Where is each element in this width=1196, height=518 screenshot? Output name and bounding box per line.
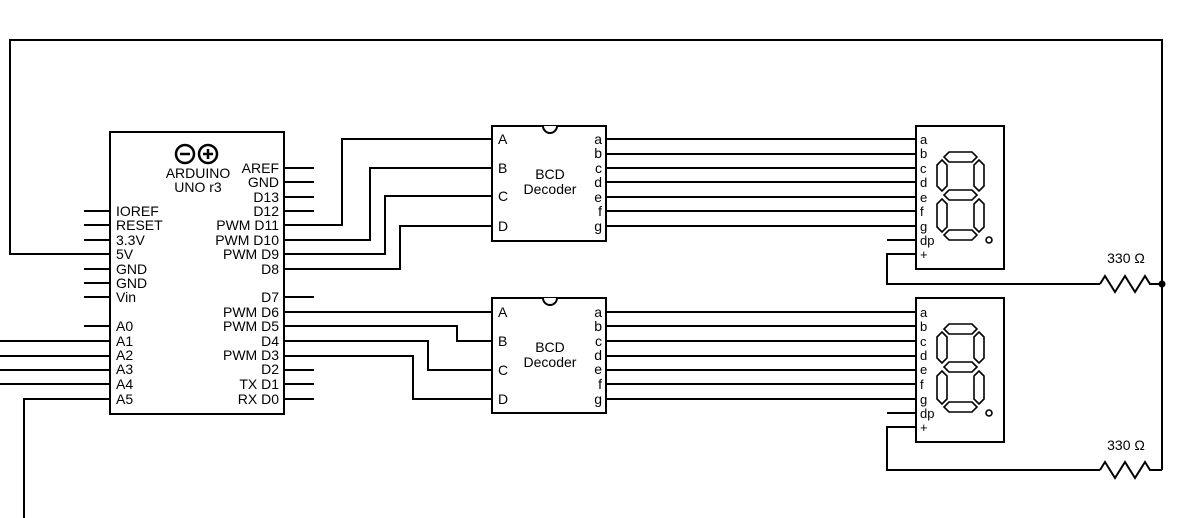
display-top-pin-f: f [920,204,924,219]
pin-label-5v: 5V [116,246,134,262]
pin-label-a5: A5 [116,391,133,407]
pin-label-d12: D12 [253,203,279,219]
segment-bus-bottom [606,311,1100,471]
pin-label-gnd-1: GND [116,261,147,277]
decoder-top-out-b: b [594,145,602,161]
display-bottom-pin-f: f [920,377,924,392]
decoder-bottom-in-a: A [498,304,508,320]
decoder-bottom-out-d: d [594,347,602,363]
pin-label-d10: PWM D10 [215,232,279,248]
display-bottom-pin-dp: dp [920,406,934,421]
display-bottom-pin-c: c [920,334,927,349]
display-top-pin-c: c [920,161,927,176]
pin-label-d9: PWM D9 [223,246,279,262]
resistor-top: 330 Ω [1099,250,1166,294]
pin-label-gnd-3: GND [248,174,279,190]
decoder-bottom-out-a: a [594,304,602,320]
pin-label-d6: PWM D6 [223,304,279,320]
pin-label-3v3: 3.3V [116,232,145,248]
decoder-bottom-out-c: c [595,333,602,349]
pin-label-ioref: IOREF [116,203,159,219]
decoder-top-in-a: A [498,131,508,147]
decoder-bottom-in-d: D [498,391,508,407]
segment-bus-top [606,138,1100,285]
decoder-bottom-in-c: C [498,362,508,378]
display-bottom-pin-a: a [920,305,928,320]
arduino-board: ARDUINO UNO r3 IOREF RESET 3.3V 5V GND G… [84,131,314,415]
decoder-top-out-f: f [598,203,602,219]
decoder-bottom-title-1: BCD [535,339,565,355]
arduino-logo [174,143,219,165]
pin-label-d2: D2 [261,361,279,377]
decoder-bottom-out-f: f [598,376,602,392]
pin-label-vin: Vin [116,289,136,305]
display-bottom-pin-d: d [920,348,927,363]
display-top-pin-d: d [920,175,927,190]
display-top-pin-a: a [920,132,928,147]
pin-label-aref: AREF [242,160,279,176]
pin-label-a0: A0 [116,318,133,334]
pin-label-gnd-2: GND [116,275,147,291]
decoder-top-in-b: B [498,160,507,176]
display-top-pin-e: e [920,190,927,205]
digit-bottom [936,323,993,417]
decoder-top-out-c: c [595,160,602,176]
pin-label-a2: A2 [116,347,133,363]
pin-label-a3: A3 [116,361,133,377]
arduino-name: ARDUINO [166,165,231,181]
bcd-decoder-bottom: BCD Decoder A B C D a b c d e f g [491,297,607,414]
decoder-top-out-a: a [594,131,602,147]
decoder-top-out-e: e [594,189,602,205]
display-top-pin-g: g [920,219,927,234]
pin-label-d7: D7 [261,289,279,305]
analog-input-wires [0,340,110,385]
decoder-top-out-g: g [594,218,602,234]
decoder-top-title-1: BCD [535,166,565,182]
pin-label-d11: PWM D11 [216,217,279,233]
arduino-left-stubs [84,210,110,327]
wire-a5-down [23,398,110,518]
display-bottom-pin-e: e [920,362,927,377]
wires-arduino-to-decoder-bottom [284,311,492,400]
decoder-top-in-d: D [498,218,508,234]
decoder-bottom-out-b: b [594,318,602,334]
display-top-pin-dp: dp [920,233,934,248]
display-bottom-pin-g: g [920,392,927,407]
pin-label-d1: TX D1 [239,376,279,392]
arduino-model: UNO r3 [174,179,222,195]
pin-label-d4: D4 [261,333,279,349]
decoder-top-in-c: C [498,188,508,204]
decoder-bottom-in-b: B [498,333,507,349]
display-bottom-pin-b: b [920,319,927,334]
digit-top [936,151,993,244]
wire-5v-loop [9,39,1163,470]
pin-label-d3: PWM D3 [223,347,279,363]
pin-label-reset: RESET [116,217,163,233]
bcd-decoder-top: BCD Decoder A B C D a b c d e f g [491,125,607,242]
display-top-pin-plus: + [920,247,928,262]
wires-arduino-to-decoder-top [284,138,492,270]
pin-label-a1: A1 [116,333,133,349]
resistor-bottom-label: 330 Ω [1107,437,1145,453]
junction-dot [1158,280,1166,288]
pin-label-d0: RX D0 [238,391,279,407]
pin-label-d13: D13 [253,189,279,205]
seven-segment-display-bottom: a b c d e f g dp + [915,297,1005,443]
resistor-top-label: 330 Ω [1107,250,1145,266]
display-top-pin-b: b [920,146,927,161]
pin-label-d8: D8 [261,261,279,277]
pin-label-d5: PWM D5 [223,318,279,334]
decoder-top-title-2: Decoder [524,181,577,197]
arduino-right-stubs [284,167,314,400]
decoder-top-out-d: d [594,174,602,190]
decoder-bottom-out-e: e [594,361,602,377]
resistor-bottom: 330 Ω [1099,437,1162,480]
pin-label-a4: A4 [116,376,133,392]
seven-segment-display-top: a b c d e f g dp + [915,125,1005,270]
decoder-bottom-title-2: Decoder [524,354,577,370]
decoder-bottom-out-g: g [594,391,602,407]
display-bottom-pin-plus: + [920,420,928,435]
